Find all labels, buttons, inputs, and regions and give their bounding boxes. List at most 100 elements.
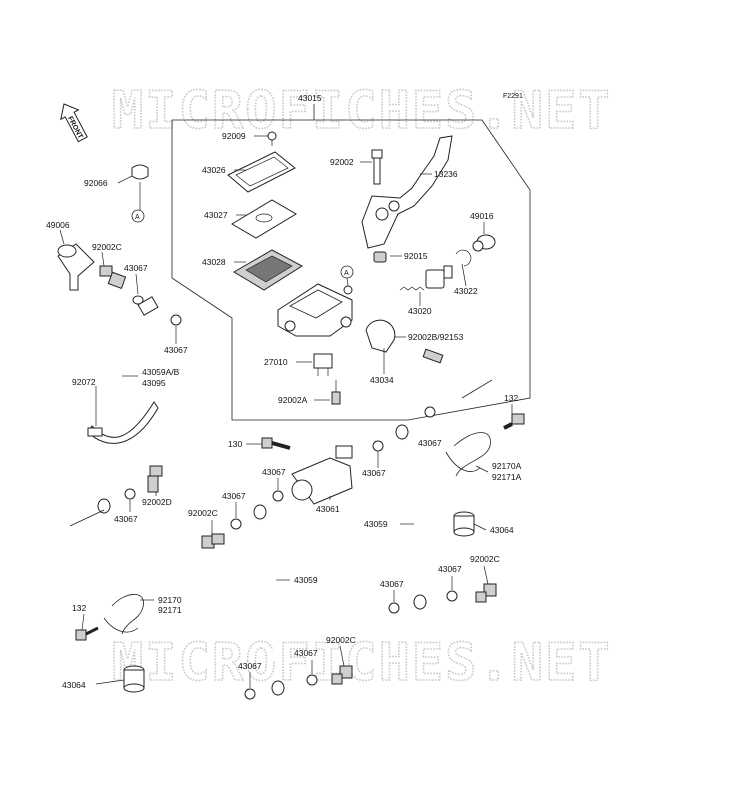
label-43067-lower-left: 43067 xyxy=(114,514,138,524)
label-92009: 92009 xyxy=(222,131,246,141)
label-43067-right-upper: 43067 xyxy=(418,438,442,448)
washer-43067-4-part xyxy=(272,490,284,502)
bolt-132-upper-part xyxy=(503,413,525,430)
brake-hose-43059ab-part xyxy=(97,296,159,514)
label-92002c-lower: 92002C xyxy=(326,635,356,645)
washer-43067-1-part xyxy=(132,295,144,305)
label-49016: 49016 xyxy=(470,211,494,221)
grommet-43064-upper-part xyxy=(453,511,475,537)
bolt-132-lower-part xyxy=(75,626,99,641)
pivot-bolt-92002-part xyxy=(371,149,383,185)
washer-43067-10-part xyxy=(244,688,256,700)
label-43067-center: 43067 xyxy=(262,467,286,477)
master-cylinder-body-part xyxy=(277,283,353,337)
bolt-92002c-upper-part xyxy=(99,265,127,290)
part-number-labels: 43015 92009 43026 43027 43028 92002 1323… xyxy=(46,93,522,690)
bolt-130-part xyxy=(261,437,291,450)
label-43059-center: 43059 xyxy=(294,575,318,585)
bolt-92002c-right-part xyxy=(475,583,497,603)
reservoir-cap-43026-part xyxy=(227,151,296,193)
grommet-43064-lower-part xyxy=(123,665,145,693)
holder-43034-part xyxy=(365,319,396,353)
watermark-top: MICROFICHES.NET xyxy=(112,81,612,141)
label-92170: 92170 xyxy=(158,595,182,605)
washer-43067-3-part xyxy=(124,488,136,500)
label-43020: 43020 xyxy=(408,306,432,316)
callout-a-inner-text: A xyxy=(344,270,349,277)
label-92002c-right: 92002C xyxy=(470,554,500,564)
plate-43027-part xyxy=(231,199,297,239)
assembly-outline xyxy=(171,119,531,421)
label-92015: 92015 xyxy=(404,251,428,261)
label-43067-right-lower-2: 43067 xyxy=(438,564,462,574)
label-92170a: 92170A xyxy=(492,461,522,471)
label-92002a: 92002A xyxy=(278,395,308,405)
label-92171a: 92171A xyxy=(492,472,522,482)
label-43027: 43027 xyxy=(204,210,228,220)
front-arrow-icon: FRONT xyxy=(60,103,88,143)
clamp-92170a-part xyxy=(445,432,491,477)
label-132-upper: 132 xyxy=(504,393,518,403)
circlip-43022-part xyxy=(455,249,472,267)
bolt-92002d-part xyxy=(147,465,163,493)
label-43028: 43028 xyxy=(202,257,226,267)
washer-43067-11-part xyxy=(306,674,318,686)
label-130: 130 xyxy=(228,439,242,449)
washer-43067-7-part xyxy=(424,406,436,418)
brake-hose-43059-center-part xyxy=(253,504,285,696)
label-92002b-92153: 92002B/92153 xyxy=(408,332,464,342)
brake-switch-27010-part xyxy=(313,353,333,376)
watermark-bottom: MICROFICHES.NET xyxy=(112,633,612,693)
label-43064-upper: 43064 xyxy=(490,525,514,535)
diagram-code: F2291 xyxy=(503,93,523,100)
label-43034: 43034 xyxy=(370,375,394,385)
joint-43061-part xyxy=(291,445,353,505)
label-92066: 92066 xyxy=(84,178,108,188)
brake-hose-43059-right-part xyxy=(395,424,427,610)
washer-43067-5-part xyxy=(372,440,384,452)
label-43067-upper: 43067 xyxy=(124,263,148,273)
label-43015: 43015 xyxy=(298,93,322,103)
leader-lines xyxy=(59,135,513,688)
screw-92009-part xyxy=(267,131,277,146)
brake-lever-13236-part xyxy=(361,135,453,249)
label-43067-lower-center: 43067 xyxy=(294,648,318,658)
boot-49016-part xyxy=(472,234,496,252)
holder-bolt-92002b-part xyxy=(422,348,444,364)
part-92015 xyxy=(373,251,387,263)
callout-a-outer xyxy=(131,209,145,223)
cover-49006-part xyxy=(57,243,95,291)
label-43064-lower: 43064 xyxy=(62,680,86,690)
label-92171: 92171 xyxy=(158,605,182,615)
label-92002c-upper: 92002C xyxy=(92,242,122,252)
label-43067-center-left: 43067 xyxy=(222,491,246,501)
bolt-92002c-middle-part xyxy=(201,533,225,549)
washer-43067-8-part xyxy=(388,602,400,614)
label-49006: 49006 xyxy=(46,220,70,230)
piston-kit-43020-part xyxy=(399,265,453,291)
label-92002d: 92002D xyxy=(142,497,172,507)
label-43067-right-lower: 43067 xyxy=(380,579,404,589)
label-92072: 92072 xyxy=(72,377,96,387)
washer-43067-6-part xyxy=(230,518,242,530)
clamp-92170-part xyxy=(103,594,144,635)
bolt-92002c-lower-part xyxy=(331,665,353,685)
label-13236: 13236 xyxy=(434,169,458,179)
cap-92066-part xyxy=(131,164,149,180)
label-43067-lower-left-2: 43067 xyxy=(238,661,262,671)
label-43095: 43095 xyxy=(142,378,166,388)
screw-92002a-part xyxy=(331,380,341,405)
diaphragm-43028-part xyxy=(233,249,303,291)
label-92002c-middle: 92002C xyxy=(188,508,218,518)
washer-43067-9-part xyxy=(446,590,458,602)
label-132-lower: 132 xyxy=(72,603,86,613)
callout-a-outer-text: A xyxy=(135,214,140,221)
label-43026: 43026 xyxy=(202,165,226,175)
clamp-92072-part xyxy=(87,401,159,444)
label-43067-center-right: 43067 xyxy=(362,468,386,478)
label-43022: 43022 xyxy=(454,286,478,296)
label-43067-mid-left: 43067 xyxy=(164,345,188,355)
label-92002: 92002 xyxy=(330,157,354,167)
washer-43067-2-part xyxy=(170,314,182,326)
